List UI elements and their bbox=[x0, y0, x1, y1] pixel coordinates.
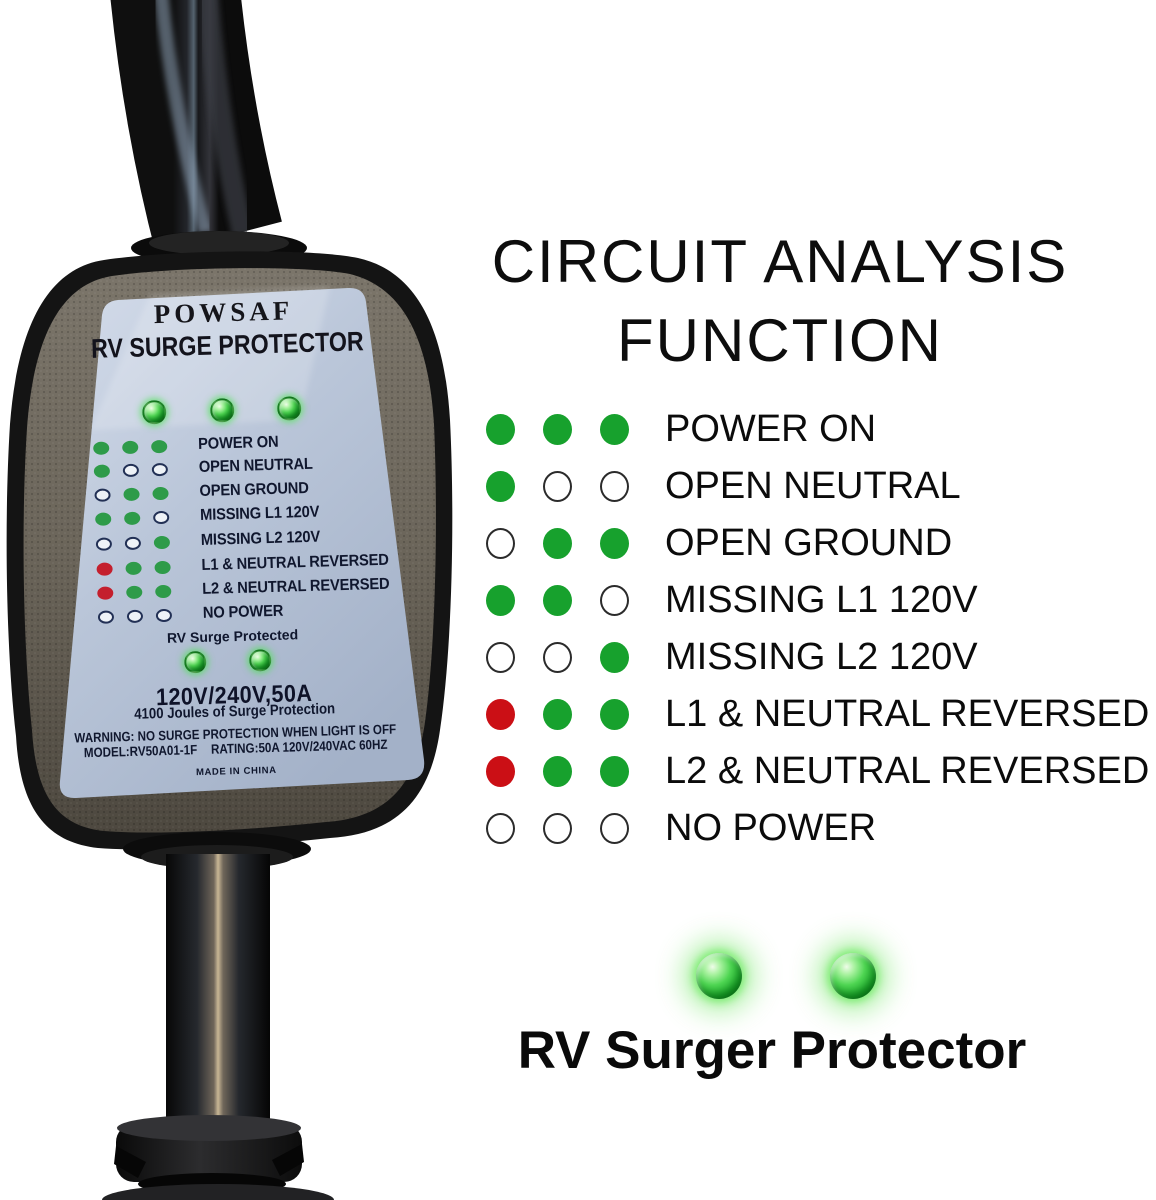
legend-label: OPEN NEUTRAL bbox=[665, 464, 961, 507]
led-dot bbox=[122, 440, 139, 454]
led-dot bbox=[600, 527, 629, 559]
legend-row: NO POWER bbox=[486, 803, 876, 853]
device-stem bbox=[102, 832, 334, 1200]
legend-label: MISSING L1 120V bbox=[665, 578, 978, 621]
footer-caption: RV Surger Protector bbox=[517, 1021, 1027, 1080]
led-dot bbox=[486, 527, 515, 559]
led-dot bbox=[543, 698, 572, 730]
indicator-label: L2 & NEUTRAL REVERSED bbox=[201, 575, 390, 598]
led-dot bbox=[543, 812, 572, 844]
led-dot bbox=[486, 755, 515, 787]
led-dot bbox=[97, 585, 114, 600]
led-dot bbox=[486, 641, 515, 673]
legend-row: OPEN NEUTRAL bbox=[486, 461, 961, 511]
led-dot bbox=[155, 608, 173, 622]
legend-label: POWER ON bbox=[665, 407, 877, 450]
led-dot bbox=[93, 463, 111, 478]
legend-row: L2 & NEUTRAL REVERSED bbox=[486, 746, 1149, 796]
led-dot bbox=[95, 511, 112, 526]
legend-label: L2 & NEUTRAL REVERSED bbox=[665, 749, 1150, 792]
status-led-green bbox=[276, 396, 302, 421]
legend-row: L1 & NEUTRAL REVERSED bbox=[486, 689, 1149, 739]
legend-label: NO POWER bbox=[665, 806, 877, 849]
led-dot bbox=[97, 609, 115, 624]
legend-label: MISSING L2 120V bbox=[665, 635, 978, 678]
led-dot bbox=[95, 536, 113, 551]
led-dot bbox=[96, 561, 113, 576]
led-dot bbox=[600, 698, 629, 730]
device-label-content: POWSAF RV SURGE PROTECTOR POWER ON OPEN … bbox=[0, 0, 488, 1200]
indicator-label: NO POWER bbox=[202, 602, 284, 622]
indicator-label: L1 & NEUTRAL REVERSED bbox=[201, 551, 389, 574]
led-dot bbox=[543, 584, 572, 616]
indicator-label: POWER ON bbox=[197, 433, 279, 453]
led-dot bbox=[153, 535, 171, 549]
indicator-label: OPEN NEUTRAL bbox=[198, 455, 313, 476]
led-dot bbox=[543, 641, 572, 673]
title-line-2: FUNCTION bbox=[617, 307, 943, 374]
led-dot bbox=[486, 698, 515, 730]
legend-row: OPEN GROUND bbox=[486, 518, 952, 568]
led-dot bbox=[153, 510, 170, 524]
glowing-led-green bbox=[696, 953, 742, 999]
page-title: CIRCUIT ANALYSIS FUNCTION bbox=[420, 222, 1140, 380]
status-led-green bbox=[209, 397, 235, 423]
led-dot bbox=[152, 486, 169, 500]
led-dot bbox=[124, 511, 141, 525]
led-dot bbox=[94, 487, 111, 502]
surge-protected-label: RV Surge Protected bbox=[166, 626, 299, 646]
device-body bbox=[6, 251, 453, 850]
surge-led-green bbox=[248, 649, 272, 672]
led-dot bbox=[122, 463, 140, 477]
led-dot bbox=[600, 812, 629, 844]
surge-led-green bbox=[183, 650, 207, 674]
led-dot bbox=[600, 413, 629, 445]
led-dot bbox=[93, 440, 110, 455]
legend-row: POWER ON bbox=[486, 404, 876, 454]
led-dot bbox=[125, 561, 142, 575]
surge-protector-device bbox=[6, 0, 453, 1200]
legend-label: L1 & NEUTRAL REVERSED bbox=[665, 692, 1150, 735]
led-dot bbox=[486, 413, 515, 445]
led-dot bbox=[543, 755, 572, 787]
indicator-label: MISSING L2 120V bbox=[200, 528, 321, 549]
indicator-label: OPEN GROUND bbox=[199, 479, 309, 500]
led-dot bbox=[124, 536, 142, 550]
led-dot bbox=[155, 584, 172, 598]
legend-label: OPEN GROUND bbox=[665, 521, 953, 564]
legend-row: MISSING L2 120V bbox=[486, 632, 978, 682]
led-dot bbox=[543, 413, 572, 445]
title-line-1: CIRCUIT ANALYSIS bbox=[491, 228, 1069, 295]
led-dot bbox=[486, 812, 515, 844]
led-dot bbox=[600, 755, 629, 787]
device-indicator-row: NO POWER bbox=[97, 599, 291, 628]
led-dot bbox=[543, 470, 572, 502]
led-dot bbox=[154, 560, 171, 574]
device-flange bbox=[102, 1115, 334, 1200]
led-dot bbox=[123, 487, 140, 501]
model-number: MODEL:RV50A01-1F bbox=[83, 742, 198, 761]
led-dot bbox=[486, 584, 515, 616]
glowing-led-green bbox=[830, 953, 876, 999]
led-dot bbox=[600, 641, 629, 673]
led-dot bbox=[126, 585, 143, 599]
led-dot bbox=[600, 584, 629, 616]
led-dot bbox=[600, 470, 629, 502]
led-dot bbox=[151, 439, 168, 453]
led-dot bbox=[486, 470, 515, 502]
led-dot bbox=[151, 462, 169, 476]
indicator-label: MISSING L1 120V bbox=[199, 503, 320, 524]
legend-row: MISSING L1 120V bbox=[486, 575, 978, 625]
origin-label: MADE IN CHINA bbox=[195, 764, 277, 779]
led-dot bbox=[126, 609, 144, 623]
led-dot bbox=[543, 527, 572, 559]
status-led-green bbox=[141, 399, 167, 425]
device-product-title: RV SURGE PROTECTOR bbox=[90, 326, 365, 364]
